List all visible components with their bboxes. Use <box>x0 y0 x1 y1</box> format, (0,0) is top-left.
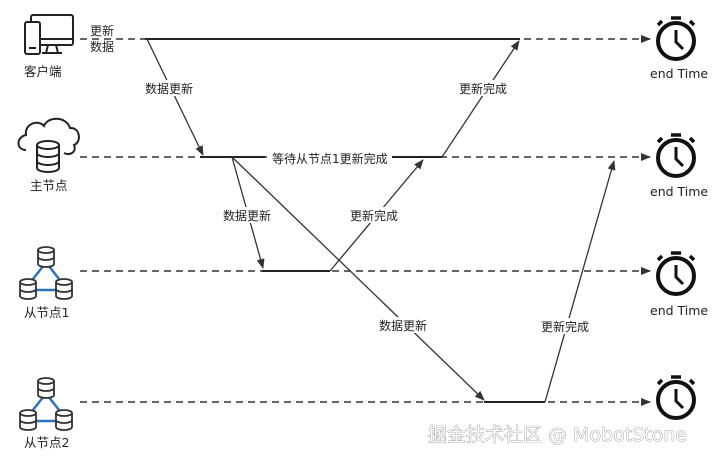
arrow-master-to-client <box>441 40 520 158</box>
end-time-label-client: end Time <box>650 66 708 81</box>
slave2-database-cluster-icon <box>19 377 73 431</box>
label-to-master-update: 数据更新 <box>145 81 193 96</box>
node-label-client: 客户端 <box>24 64 62 79</box>
master-cloud-database-icon <box>17 117 80 173</box>
arrow-client-to-master <box>146 38 204 156</box>
arrow-master-to-slave2 <box>231 156 485 401</box>
watermark: 掘金技术社区 @ MobotStone <box>428 424 687 446</box>
label-client-update-line2: 数据 <box>90 39 114 54</box>
label-client-update-line1: 更新 <box>90 23 114 38</box>
node-label-master: 主节点 <box>30 178 68 193</box>
arrow-slave2-to-master <box>544 160 616 403</box>
node-label-slave1: 从节点1 <box>24 305 69 320</box>
slave1-database-cluster-icon <box>19 246 73 300</box>
client-computer-icon <box>24 14 74 55</box>
label-to-slave2-update: 数据更新 <box>379 318 427 333</box>
stopwatch-icon <box>656 375 696 420</box>
label-wait-slave1: 等待从节点1更新完成 <box>272 151 388 166</box>
label-to-slave1-update: 数据更新 <box>223 208 271 223</box>
end-time-label-master: end Time <box>650 184 708 199</box>
stopwatch-icon <box>656 16 696 61</box>
end-time-label-slave1: end Time <box>650 303 708 318</box>
label-slave2-done: 更新完成 <box>541 319 589 334</box>
label-master-to-client-done: 更新完成 <box>459 81 507 96</box>
stopwatch-icon <box>656 251 696 296</box>
node-label-slave2: 从节点2 <box>24 435 69 450</box>
label-slave1-done: 更新完成 <box>350 208 398 223</box>
stopwatch-icon <box>656 133 696 178</box>
